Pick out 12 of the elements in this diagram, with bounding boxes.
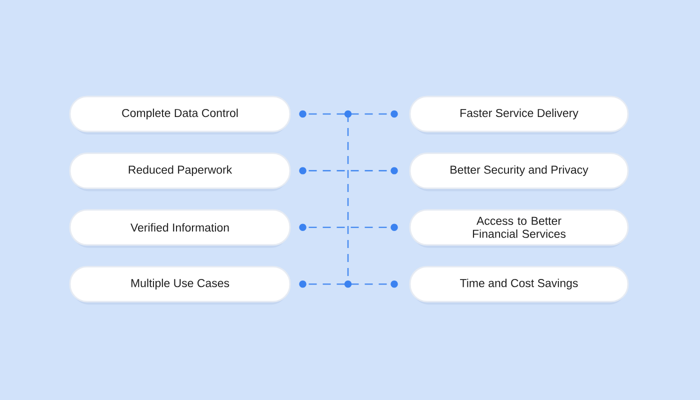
rounded-box: Time and Cost Savings	[409, 266, 629, 305]
rounded-box: Complete Data Control	[69, 96, 291, 134]
dashed-connector	[299, 280, 398, 288]
rounded-box: Better Security and Privacy	[409, 152, 629, 192]
dashed-connector	[299, 167, 398, 174]
dashed-connector	[299, 110, 398, 118]
dashed-connector	[299, 224, 398, 231]
rounded-box: Faster Service Delivery	[409, 96, 629, 134]
rounded-box: Reduced Paperwork	[69, 152, 291, 192]
rounded-box: Access to Better Financial Services	[409, 209, 629, 248]
rounded-box: Verified Information	[69, 209, 291, 248]
rounded-box: Multiple Use Cases	[69, 266, 291, 305]
